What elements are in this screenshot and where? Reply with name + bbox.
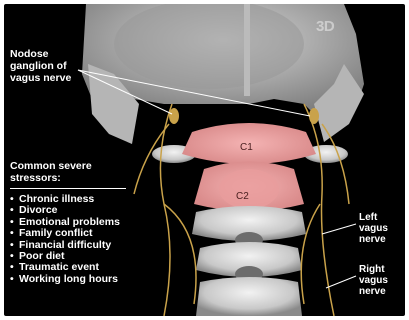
c1-label: C1 [240,142,253,153]
stressor-text: Financial difficulty [19,239,111,251]
nodose-line: ganglion of [10,60,71,72]
stressors-title-line: stressors: [10,172,92,184]
nerve-branch-4 [301,204,320,304]
right-vagus-label: Right vagus nerve [359,264,388,297]
stressor-text: Poor diet [19,250,65,262]
divider [10,188,126,189]
stressors-title: Common severe stressors: [10,160,92,184]
stressors-list: •Chronic illness •Divorce •Emotional pro… [10,194,120,285]
left-vagus-line: vagus [359,223,388,234]
c2-body-glow [219,169,279,209]
right-vagus-line: nerve [359,286,388,297]
nodose-ganglion-label: Nodose ganglion of vagus nerve [10,48,71,84]
stressor-text: Working long hours [19,273,118,285]
nodose-line: Nodose [10,48,71,60]
bullet: • [10,228,19,239]
stressor-text: Chronic illness [19,193,94,205]
stressors-title-line: Common severe [10,160,92,172]
c5-vertebra [196,277,302,316]
watermark-logo: 3D [316,18,334,35]
stressor-text: Family conflict [19,227,93,239]
stressor-text: Emotional problems [19,216,120,228]
nodose-line: vagus nerve [10,72,71,84]
list-item: •Working long hours [10,274,120,285]
right-vagus-line: vagus [359,275,388,286]
left-vagus-line: nerve [359,234,388,245]
right-vagus-line: Right [359,264,388,275]
nodose-ganglion-left [169,108,179,124]
nodose-ganglion-right [309,108,319,124]
left-vagus-label: Left vagus nerve [359,212,388,245]
c2-label: C2 [236,191,249,202]
stressor-text: Traumatic event [19,261,99,273]
left-vagus-line: Left [359,212,388,223]
stressor-text: Divorce [19,204,58,216]
right-vagus-pointer [326,276,356,288]
left-vagus-pointer [322,224,356,234]
bullet: • [10,274,19,285]
midline-ridge [244,4,250,96]
image-frame: 3D Nodose ganglion of vagus nerve Common… [4,4,405,316]
